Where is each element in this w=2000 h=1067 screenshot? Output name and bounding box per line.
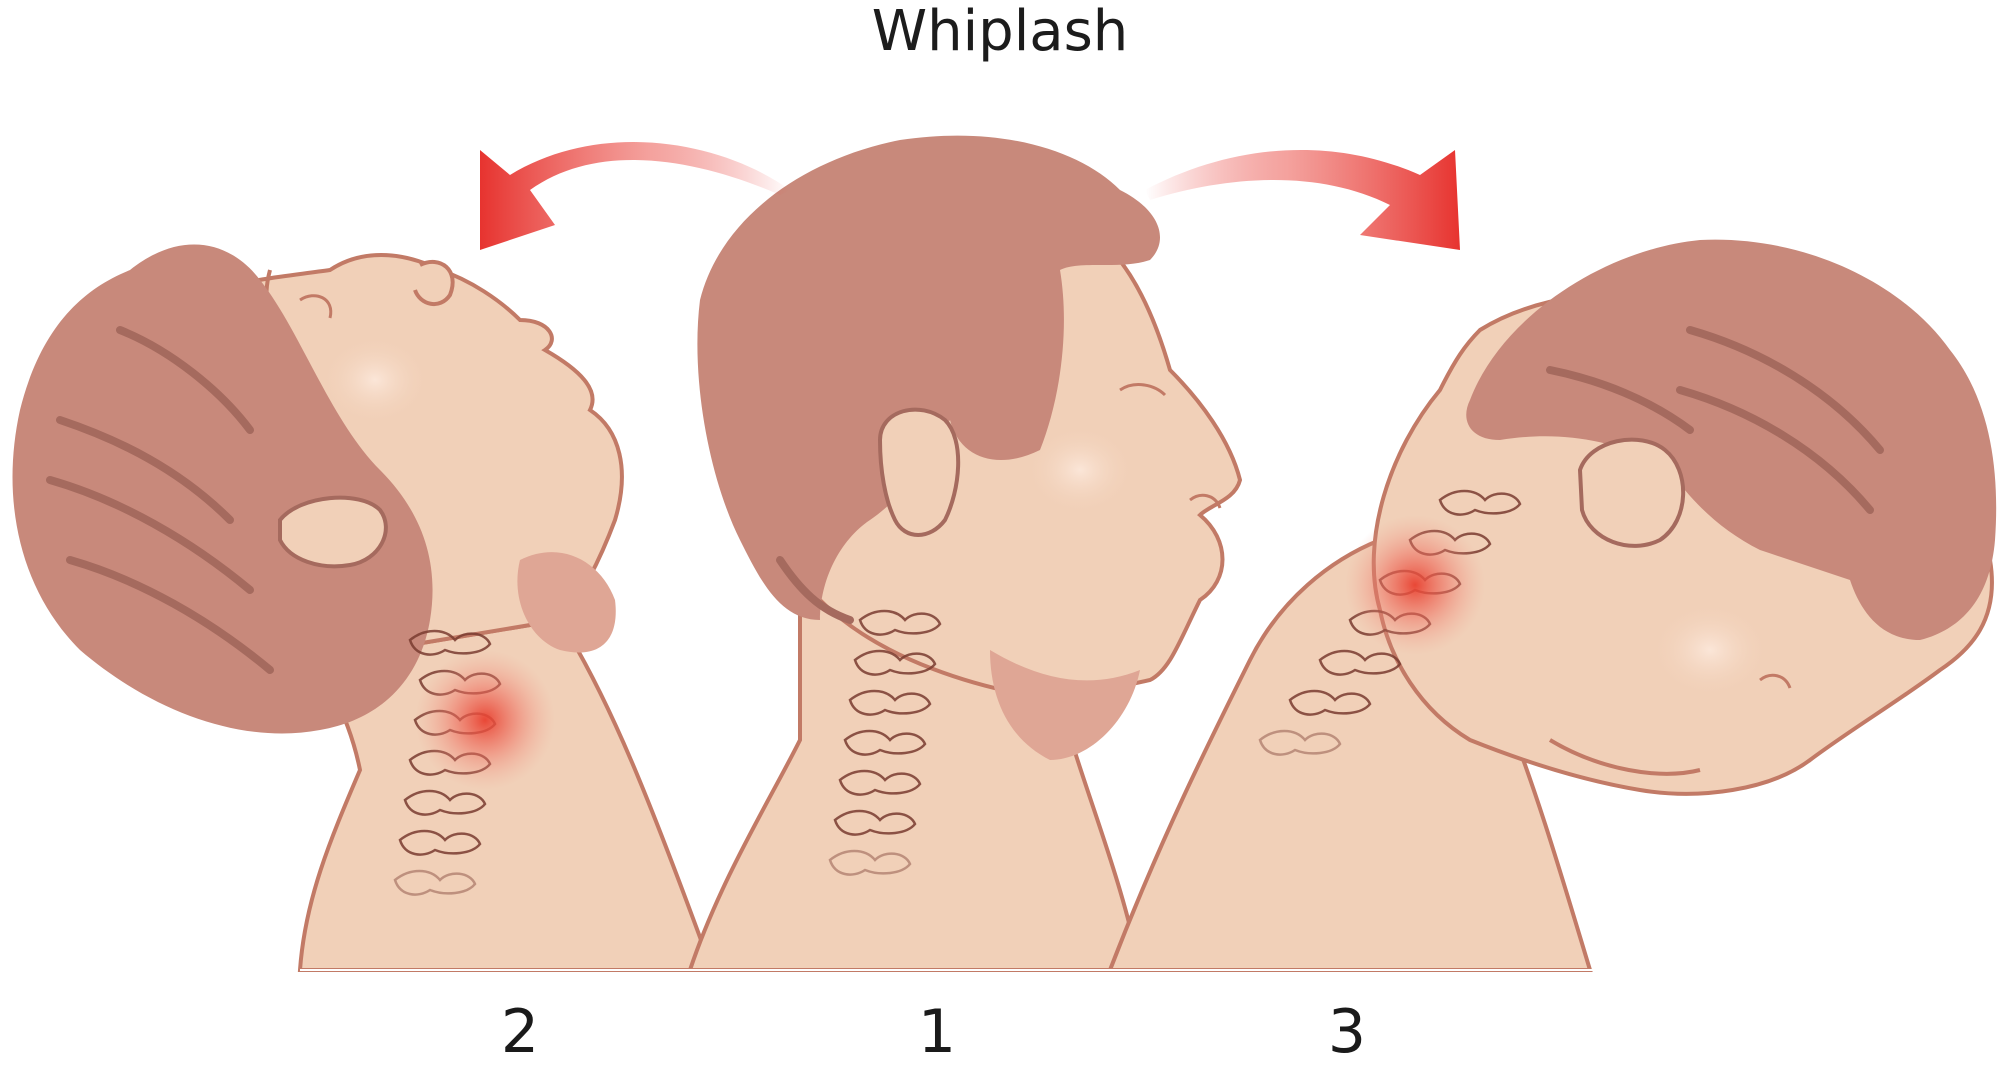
stage-label-1: 1 [917, 997, 957, 1067]
arrow-backward-left [480, 142, 790, 250]
figure-1-head-neutral [687, 135, 1243, 972]
figure-2-hair [12, 244, 433, 734]
figure-3-head-flexed [1107, 239, 1997, 972]
figure-1-ear [877, 407, 961, 537]
figure-3-pain-spot [1345, 515, 1485, 655]
figure-1-cervical-spine [828, 609, 942, 876]
figure-3-ear [1577, 437, 1686, 548]
figure-3-hair [1466, 239, 1997, 640]
stage-label-3: 3 [1327, 997, 1367, 1067]
diagram-title: Whiplash [871, 0, 1129, 64]
figure-3-neck [1107, 537, 1593, 972]
figure-2-head-extended [12, 244, 715, 972]
figure-1-hair [697, 135, 1160, 620]
figure-2-ear [278, 495, 388, 569]
stage-label-2: 2 [500, 997, 540, 1067]
figure-2-pain-spot [415, 650, 555, 790]
arrow-forward-right [1145, 149, 1460, 250]
